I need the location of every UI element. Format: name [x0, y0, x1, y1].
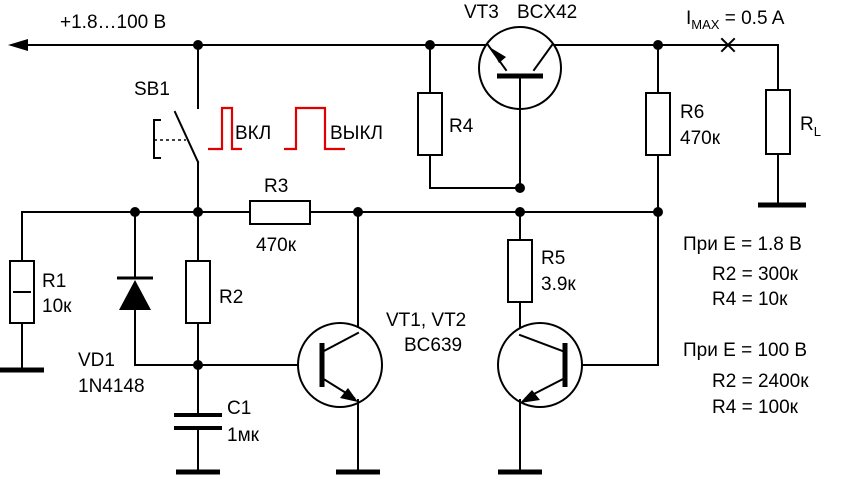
r3-value-label: 470к [256, 235, 297, 256]
vt1-vt2-label: VT1, VT2 [386, 310, 466, 331]
note-e1-r2: R2 = 300к [712, 264, 799, 285]
transistor-vt3 [478, 26, 562, 189]
r5-value-label: 3.9к [541, 274, 576, 295]
resistor-rl [765, 89, 791, 155]
capacitor-c1 [174, 413, 222, 475]
imax-label: IMAX = 0.5 A [686, 8, 785, 32]
on-label: ВКЛ [235, 123, 271, 144]
vt2-emitter-arrow-icon [520, 390, 540, 403]
resistor-r5 [507, 239, 533, 303]
resistor-r3 [249, 200, 311, 225]
r6-label: R6 [680, 102, 704, 123]
r1-value-label: 10к [42, 296, 72, 317]
r3-label: R3 [264, 176, 288, 197]
off-label: ВЫКЛ [330, 123, 383, 144]
c1-value-label: 1мк [227, 425, 260, 446]
vt1-vt2-part-label: BC639 [404, 335, 462, 356]
current-limit-cross-icon [720, 37, 736, 53]
transistor-vt1 [297, 211, 383, 475]
rl-label: RL [800, 114, 821, 139]
supply-voltage-label: +1.8…100 В [60, 12, 166, 33]
resistor-r2 [185, 260, 211, 324]
transistor-vt2 [497, 322, 583, 475]
note-e2-r4: R4 = 100к [712, 397, 799, 418]
note-e1-r4: R4 = 10к [712, 289, 788, 310]
vt3-label: VT3 [464, 2, 499, 23]
note-e2-title: При E = 100 В [683, 340, 807, 361]
junction-dots [130, 40, 663, 370]
vt1-emitter-arrow-icon [340, 388, 358, 402]
resistor-r6 [645, 92, 671, 156]
note-e2-r2: R2 = 2400к [712, 371, 809, 392]
supply-arrow-icon [8, 39, 28, 51]
vd1-part-label: 1N4148 [78, 376, 145, 397]
vd1-label: VD1 [78, 350, 115, 371]
diode-vd1 [117, 211, 199, 366]
vt3-emitter-arrow-icon [491, 48, 506, 63]
vt3-part-label: BCX42 [517, 2, 577, 23]
r5-label: R5 [541, 248, 565, 269]
c1-label: C1 [227, 398, 251, 419]
sb1-label: SB1 [134, 79, 170, 100]
on-pulse-icon [208, 106, 242, 151]
resistor-r4 [417, 92, 443, 156]
r6-value-label: 470к [680, 128, 721, 149]
r2-label: R2 [219, 287, 243, 308]
note-e1-title: При E = 1.8 В [683, 234, 802, 255]
r4-label: R4 [449, 116, 474, 137]
supply-rail [8, 39, 779, 91]
r1-label: R1 [42, 271, 66, 292]
switch-sb1 [153, 44, 200, 213]
off-pulse-icon [284, 106, 345, 151]
